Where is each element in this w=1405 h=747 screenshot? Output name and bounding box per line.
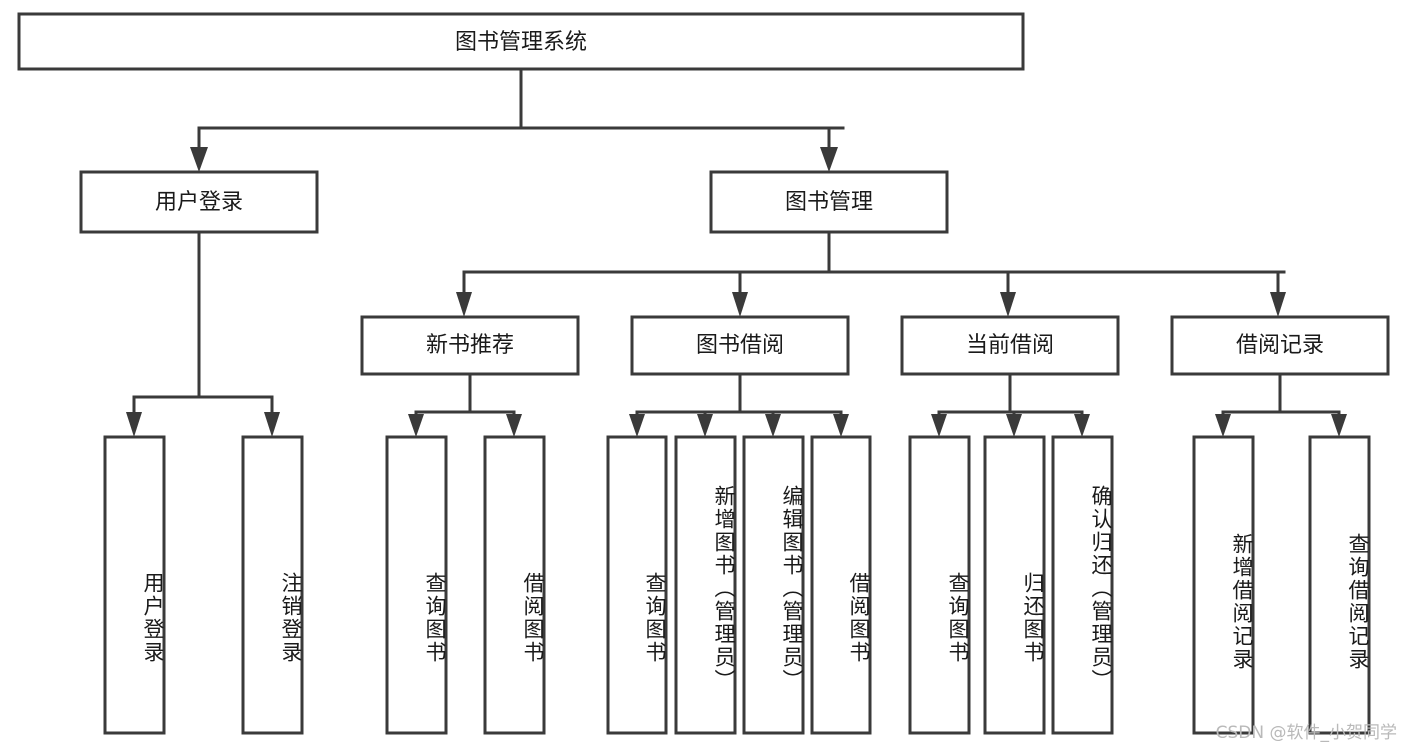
node-box-leaf-query-record[interactable] bbox=[1308, 435, 1371, 735]
node-box-root[interactable] bbox=[17, 12, 1025, 71]
node-box-current[interactable] bbox=[900, 315, 1120, 376]
node-box-borrow[interactable] bbox=[630, 315, 850, 376]
label-root: 图书管理系统 bbox=[455, 30, 587, 55]
arrow-head-leaf-query-book-2 bbox=[629, 414, 645, 437]
node-box-newbook[interactable] bbox=[360, 315, 580, 376]
connector-group-current bbox=[931, 372, 1090, 437]
node-box-records[interactable] bbox=[1170, 315, 1390, 376]
node-box-leaf-return-book[interactable] bbox=[983, 435, 1046, 735]
connector-group-borrow bbox=[629, 372, 849, 437]
node-box-leaf-borrow-book-1[interactable] bbox=[483, 435, 546, 735]
node-boxes bbox=[17, 12, 1390, 735]
arrow-head-records bbox=[1270, 292, 1286, 317]
arrow-head-leaf-borrow-book-1 bbox=[506, 414, 522, 437]
node-box-leaf-query-book-1[interactable] bbox=[385, 435, 448, 735]
arrow-head-leaf-query-book-3 bbox=[931, 414, 947, 437]
arrow-head-borrow bbox=[732, 292, 748, 317]
connector-group-root bbox=[190, 67, 845, 172]
node-box-leaf-confirm-return[interactable] bbox=[1051, 435, 1114, 735]
node-box-leaf-user-logout[interactable] bbox=[241, 435, 304, 735]
node-box-leaf-add-record[interactable] bbox=[1192, 435, 1255, 735]
connector-group-records bbox=[1215, 372, 1347, 437]
node-box-leaf-edit-book[interactable] bbox=[742, 435, 805, 735]
node-box-bookmgmt[interactable] bbox=[709, 170, 949, 234]
connector-group-bookmgmt bbox=[456, 230, 1286, 317]
node-box-leaf-query-book-2[interactable] bbox=[606, 435, 668, 735]
arrow-head-leaf-add-book bbox=[697, 414, 713, 437]
arrow-head-leaf-user-login bbox=[126, 412, 142, 437]
csdn-watermark: CSDN @软件_小贺同学 bbox=[1215, 723, 1397, 743]
arrow-head-current bbox=[1000, 292, 1016, 317]
node-labels-horizontal: 图书管理系统 用户登录 图书管理 新书推荐 图书借阅 当前借阅 借阅记录 bbox=[155, 30, 1324, 358]
node-box-leaf-user-login[interactable] bbox=[103, 435, 166, 735]
arrow-head-leaf-confirm-return bbox=[1074, 414, 1090, 437]
connector-group-newbook bbox=[408, 372, 522, 437]
arrow-head-leaf-edit-book bbox=[765, 414, 781, 437]
label-borrow: 图书借阅 bbox=[696, 333, 784, 358]
label-current: 当前借阅 bbox=[966, 333, 1054, 358]
label-login: 用户登录 bbox=[155, 190, 243, 215]
arrow-head-login bbox=[190, 147, 208, 172]
arrow-head-bookmgmt bbox=[820, 147, 838, 172]
arrow-head-leaf-query-record bbox=[1331, 414, 1347, 437]
arrow-head-leaf-borrow-book-2 bbox=[833, 414, 849, 437]
label-records: 借阅记录 bbox=[1236, 333, 1324, 358]
arrow-head-leaf-user-logout bbox=[264, 412, 280, 437]
connector-group-login bbox=[126, 230, 280, 437]
label-newbook: 新书推荐 bbox=[426, 333, 514, 358]
node-box-login[interactable] bbox=[79, 170, 319, 234]
arrow-head-newbook bbox=[456, 292, 472, 317]
arrow-head-leaf-return-book bbox=[1006, 414, 1022, 437]
node-box-leaf-borrow-book-2[interactable] bbox=[810, 435, 872, 735]
arrow-head-leaf-add-record bbox=[1215, 414, 1231, 437]
arrow-head-leaf-query-book-1 bbox=[408, 414, 424, 437]
label-bookmgmt: 图书管理 bbox=[785, 190, 873, 215]
node-box-leaf-query-book-3[interactable] bbox=[908, 435, 971, 735]
node-box-leaf-add-book[interactable] bbox=[674, 435, 737, 735]
